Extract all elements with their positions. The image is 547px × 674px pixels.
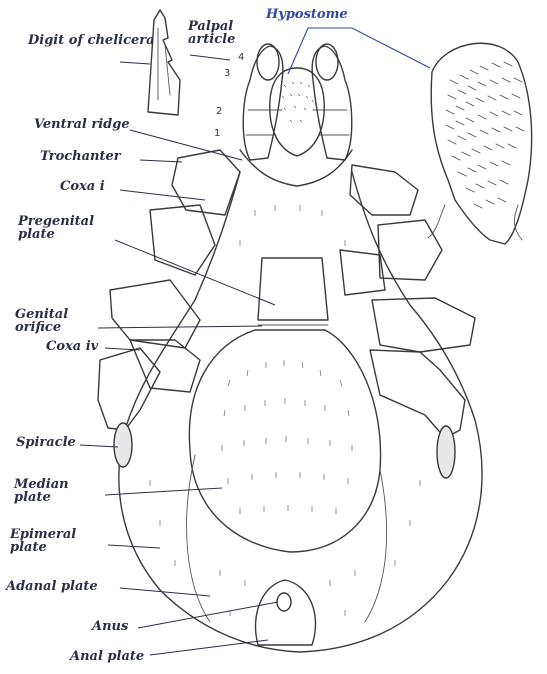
anal-plate-drawing [256,580,316,645]
palp-segment-2: 2 [216,106,222,117]
label-ventral-ridge: Ventral ridge [34,118,130,131]
label-genital-orifice: Genital orifice [15,308,100,334]
median-plate-drawing [189,330,380,552]
palps-drawing [243,44,352,160]
anus-drawing [277,593,291,611]
chelicera-digit-drawing [148,10,180,115]
label-digit-of-chelicera: Digit of chelicera [28,34,155,47]
label-spiracle: Spiracle [16,436,76,449]
label-pregenital-plate: Pregenital plate [18,215,113,241]
leader-lines [80,55,278,655]
label-coxa-iv: Coxa iv [46,340,98,353]
hypostome-leader-lines [288,28,430,74]
label-adanal-plate: Adanal plate [6,580,98,593]
hypostome-enlarged-drawing [428,43,532,244]
label-hypostome: Hypostome [266,8,348,21]
spiracle-right-drawing [437,426,455,478]
label-anus: Anus [92,620,128,633]
label-palpal-article: Palpal article [188,20,258,46]
palp-segment-1: 1 [214,128,220,139]
label-coxa-i: Coxa i [60,180,105,193]
pregenital-plate-drawing [258,258,328,320]
label-trochanter: Trochanter [40,150,121,163]
label-epimeral-plate: Epimeral plate [10,528,100,554]
palp-segment-4: 4 [238,52,244,63]
label-median-plate: Median plate [14,478,99,504]
label-anal-plate: Anal plate [70,650,144,663]
legs-left-drawing [98,150,240,430]
spiracle-left-drawing [114,423,132,467]
palp-segment-3: 3 [224,68,230,79]
body-outline-drawing [119,172,482,652]
